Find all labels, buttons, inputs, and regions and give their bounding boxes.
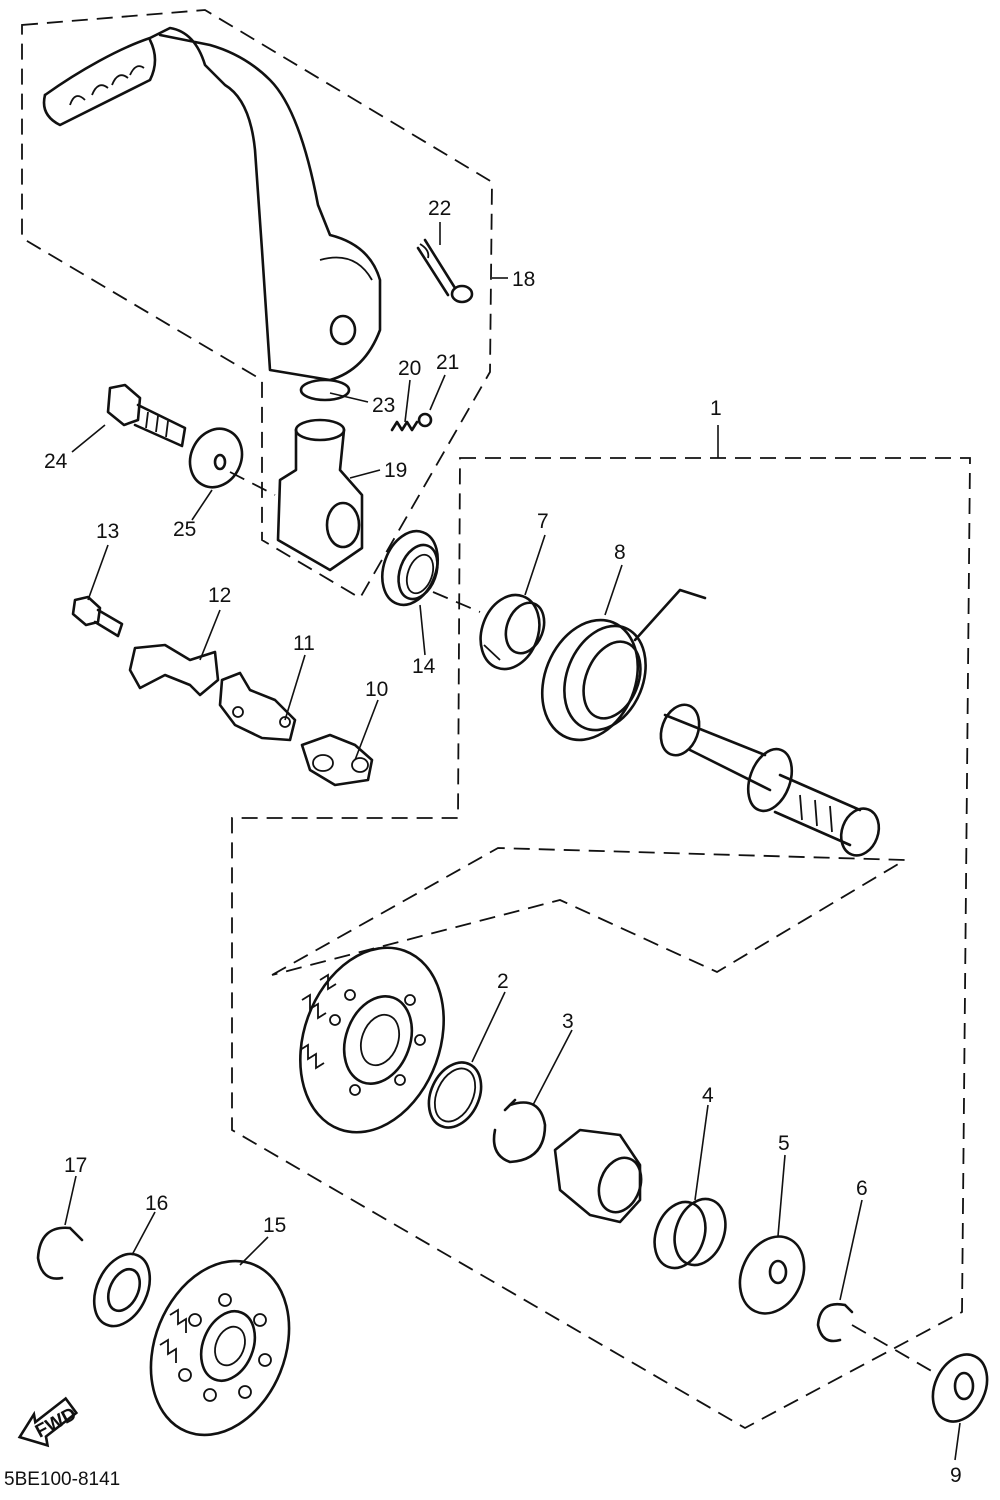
spring-guide-7 bbox=[479, 593, 546, 671]
label-11: 11 bbox=[293, 632, 315, 655]
label-14: 14 bbox=[412, 655, 436, 678]
circlip-17 bbox=[36, 1226, 84, 1280]
label-18: 18 bbox=[512, 268, 535, 291]
stopper-10-hole bbox=[312, 754, 334, 772]
label-3: 3 bbox=[562, 1010, 574, 1033]
washer-5 bbox=[738, 1235, 806, 1315]
label-5: 5 bbox=[778, 1132, 790, 1155]
washer-16 bbox=[92, 1252, 152, 1328]
ball-21 bbox=[417, 412, 433, 428]
label-23: 23 bbox=[372, 394, 395, 417]
bolt-13 bbox=[71, 595, 124, 638]
stopper-10-hole-2 bbox=[351, 757, 369, 773]
label-10: 10 bbox=[365, 678, 388, 701]
label-17: 17 bbox=[64, 1154, 87, 1177]
idle-gear-15 bbox=[149, 1259, 291, 1437]
torsion-spring-8 bbox=[540, 588, 707, 742]
axis-line-14-7 bbox=[432, 591, 481, 613]
kick-shaft bbox=[659, 703, 881, 857]
label-25: 25 bbox=[173, 518, 196, 541]
label-13: 13 bbox=[96, 520, 119, 543]
label-9: 9 bbox=[950, 1464, 962, 1487]
label-15: 15 bbox=[263, 1214, 286, 1237]
plate-11 bbox=[218, 671, 297, 742]
label-2: 2 bbox=[497, 970, 509, 993]
label-7: 7 bbox=[537, 510, 549, 533]
circlip-3 bbox=[492, 1098, 547, 1164]
label-16: 16 bbox=[145, 1192, 168, 1215]
washer-9 bbox=[931, 1353, 989, 1423]
stopper-10 bbox=[300, 733, 374, 787]
label-4: 4 bbox=[702, 1084, 714, 1107]
label-19: 19 bbox=[384, 459, 407, 482]
leader-lines bbox=[64, 222, 961, 1461]
plate-11-hole-2 bbox=[279, 716, 291, 728]
bolt-22 bbox=[416, 238, 474, 304]
label-12: 12 bbox=[208, 584, 231, 607]
label-1: 1 bbox=[710, 397, 722, 420]
shaft-subgroup-boundary bbox=[271, 847, 909, 976]
label-20: 20 bbox=[398, 357, 421, 380]
fwd-arrow-icon: FWD bbox=[17, 1396, 80, 1448]
diagram-code: 5BE100-8141 bbox=[4, 1469, 120, 1490]
axis-line-25-19 bbox=[229, 471, 276, 496]
washer-2-inner bbox=[433, 1067, 477, 1123]
label-6: 6 bbox=[856, 1177, 868, 1200]
spring-20 bbox=[390, 420, 419, 432]
ratchet-spring-4 bbox=[653, 1197, 727, 1270]
label-24: 24 bbox=[44, 450, 68, 473]
part-number-labels: 22 18 20 21 23 19 24 25 13 12 11 10 14 7… bbox=[44, 197, 962, 1487]
plate-11-hole bbox=[232, 706, 244, 718]
kick-shaft-assembly-boundary bbox=[231, 457, 971, 1430]
label-21: 21 bbox=[436, 351, 459, 374]
washer-25 bbox=[188, 427, 244, 489]
circlip-6 bbox=[816, 1302, 854, 1343]
flange-bolt-24 bbox=[106, 383, 187, 448]
ratchet-gear-wheel bbox=[299, 946, 445, 1134]
washer-2 bbox=[427, 1061, 483, 1129]
label-8: 8 bbox=[614, 541, 626, 564]
label-22: 22 bbox=[428, 197, 451, 220]
axis-line-6-9 bbox=[851, 1324, 936, 1374]
plate-12 bbox=[128, 643, 220, 697]
kick-lever-assembly-boundary bbox=[21, 9, 493, 600]
kick-crank-lever bbox=[42, 26, 382, 382]
oil-seal-14 bbox=[381, 529, 439, 607]
o-ring-23 bbox=[299, 378, 351, 402]
ratchet bbox=[553, 1128, 643, 1224]
kick-boss-19 bbox=[276, 418, 364, 572]
